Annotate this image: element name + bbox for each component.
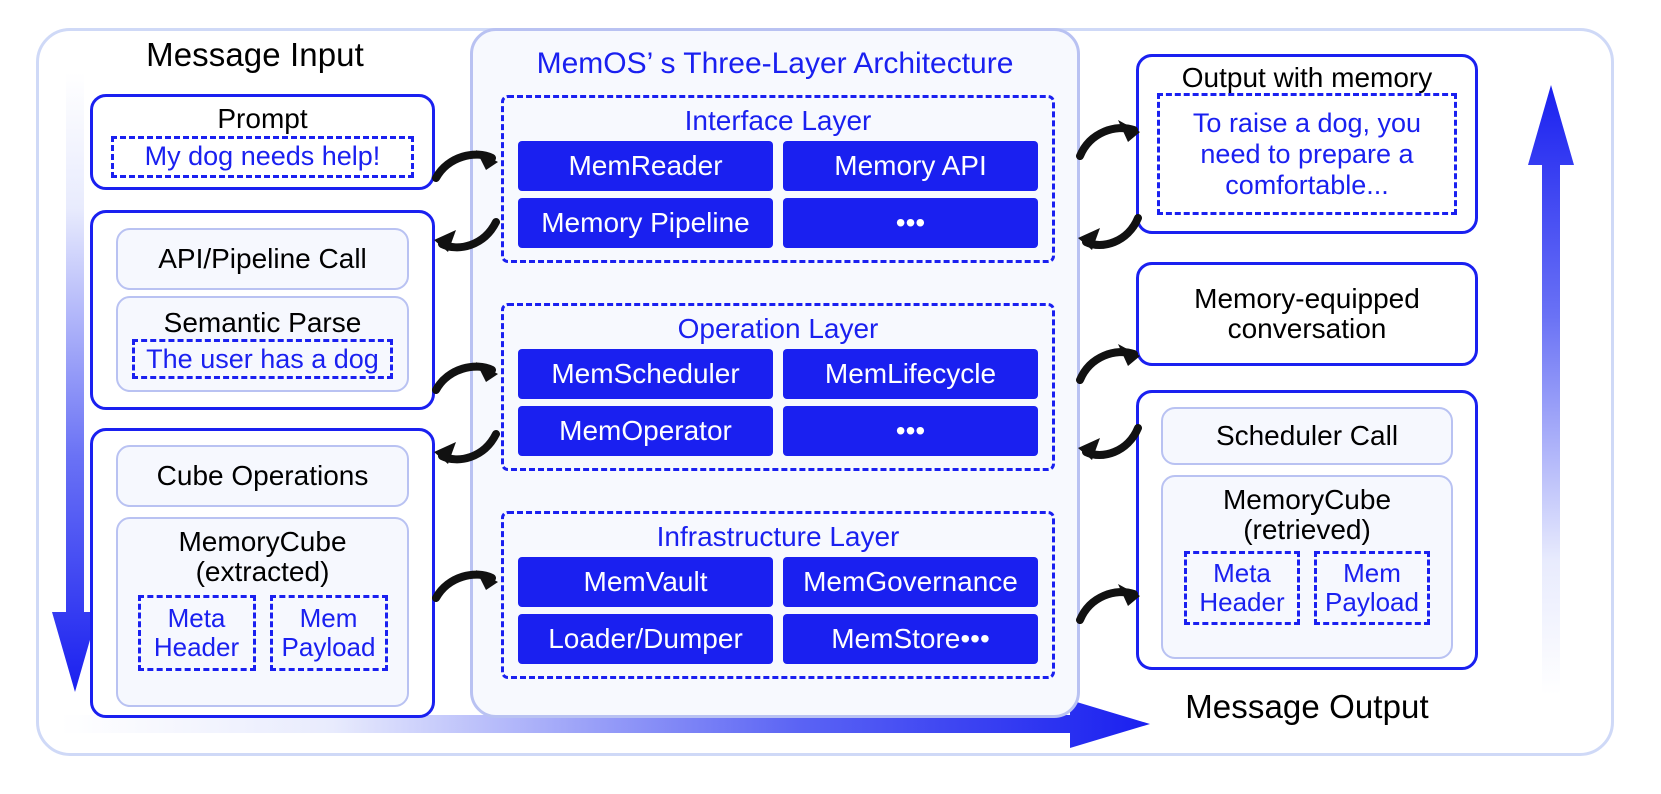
- memorycube-retrieved-title: MemoryCube: [1222, 484, 1392, 515]
- semantic-parse-label: Semantic Parse: [163, 306, 362, 338]
- module-memreader[interactable]: MemReader: [518, 141, 773, 191]
- module-memgovernance[interactable]: MemGovernance: [783, 557, 1038, 607]
- input-flow-arrow-down: [52, 72, 98, 692]
- connector-prompt-to-interface: [432, 136, 504, 194]
- module-memoperator[interactable]: MemOperator: [518, 406, 773, 456]
- output-card-scheduler-cube[interactable]: Scheduler Call MemoryCube (retrieved) Me…: [1136, 390, 1478, 670]
- mem-payload-chip-retrieved: Mem Payload: [1314, 551, 1430, 626]
- subcard-semantic-parse[interactable]: Semantic Parse The user has a dog: [116, 296, 409, 392]
- message-output-caption: Message Output: [1185, 688, 1429, 725]
- output-with-memory-title: Output with memory: [1181, 62, 1433, 93]
- connector-cube-to-infrastructure: [432, 556, 504, 614]
- prompt-title: Prompt: [217, 103, 308, 135]
- scheduler-call-label: Scheduler Call: [1215, 419, 1399, 451]
- input-card-cube[interactable]: Cube Operations MemoryCube (extracted) M…: [90, 428, 435, 718]
- input-card-api-semantic[interactable]: API/Pipeline Call Semantic Parse The use…: [90, 210, 435, 410]
- module-memlifecycle[interactable]: MemLifecycle: [783, 349, 1038, 399]
- cube-operations-label: Cube Operations: [156, 459, 369, 491]
- prompt-quote: My dog needs help!: [111, 135, 414, 178]
- connector-interface-to-api: [428, 206, 500, 264]
- connector-operation-to-cube: [428, 418, 500, 476]
- memorycube-retrieved-subtitle: (retrieved): [1243, 514, 1371, 546]
- module-operation-more[interactable]: •••: [783, 406, 1038, 456]
- output-card-memory-equipped[interactable]: Memory-equipped conversation: [1136, 262, 1478, 366]
- connector-operation-to-conversation: [1076, 332, 1146, 390]
- layer-interface: Interface Layer MemReader Memory API Mem…: [501, 95, 1055, 263]
- subcard-api-pipeline-call[interactable]: API/Pipeline Call: [116, 228, 409, 290]
- module-memory-api[interactable]: Memory API: [783, 141, 1038, 191]
- api-pipeline-call-label: API/Pipeline Call: [158, 242, 367, 274]
- module-interface-more[interactable]: •••: [783, 198, 1038, 248]
- semantic-parse-quote: The user has a dog: [132, 339, 393, 380]
- memorycube-extracted-subtitle: (extracted): [195, 556, 330, 588]
- module-memstore[interactable]: MemStore•••: [783, 614, 1038, 664]
- memorycube-extracted-title: MemoryCube: [178, 526, 347, 557]
- bottom-flow-arrow-right: [60, 700, 1150, 748]
- subcard-memorycube-retrieved[interactable]: MemoryCube (retrieved) Meta Header Mem P…: [1161, 475, 1453, 659]
- connector-output-to-interface: [1072, 202, 1142, 260]
- module-memory-pipeline[interactable]: Memory Pipeline: [518, 198, 773, 248]
- output-with-memory-quote: To raise a dog, you need to prepare a co…: [1157, 93, 1457, 216]
- connector-semantic-to-operation: [432, 348, 504, 406]
- module-memscheduler[interactable]: MemScheduler: [518, 349, 773, 399]
- meta-header-chip-extracted: Meta Header: [137, 595, 256, 672]
- input-card-prompt[interactable]: Prompt My dog needs help!: [90, 94, 435, 190]
- mem-payload-chip-extracted: Mem Payload: [269, 595, 388, 672]
- architecture-title: MemOS’ s Three-Layer Architecture: [536, 47, 1014, 80]
- layer-infrastructure-title: Infrastructure Layer: [656, 521, 900, 552]
- layer-infrastructure: Infrastructure Layer MemVault MemGoverna…: [501, 511, 1055, 679]
- connector-interface-to-output: [1076, 108, 1146, 166]
- layer-operation: Operation Layer MemScheduler MemLifecycl…: [501, 303, 1055, 471]
- memory-equipped-conversation-label: Memory-equipped conversation: [1194, 282, 1420, 344]
- output-card-with-memory[interactable]: Output with memory To raise a dog, you n…: [1136, 54, 1478, 234]
- architecture-panel: MemOS’ s Three-Layer Architecture Interf…: [470, 28, 1080, 718]
- meta-header-chip-retrieved: Meta Header: [1184, 551, 1300, 626]
- layer-operation-title: Operation Layer: [677, 313, 879, 344]
- module-loader-dumper[interactable]: Loader/Dumper: [518, 614, 773, 664]
- module-memvault[interactable]: MemVault: [518, 557, 773, 607]
- subcard-scheduler-call[interactable]: Scheduler Call: [1161, 407, 1453, 465]
- connector-infrastructure-to-cube: [1076, 572, 1146, 630]
- subcard-cube-operations[interactable]: Cube Operations: [116, 445, 409, 507]
- connector-scheduler-to-operation: [1072, 412, 1142, 470]
- output-flow-arrow-up: [1528, 85, 1574, 695]
- subcard-memorycube-extracted[interactable]: MemoryCube (extracted) Meta Header Mem P…: [116, 517, 409, 707]
- message-input-caption: Message Input: [146, 36, 364, 73]
- layer-interface-title: Interface Layer: [684, 105, 872, 136]
